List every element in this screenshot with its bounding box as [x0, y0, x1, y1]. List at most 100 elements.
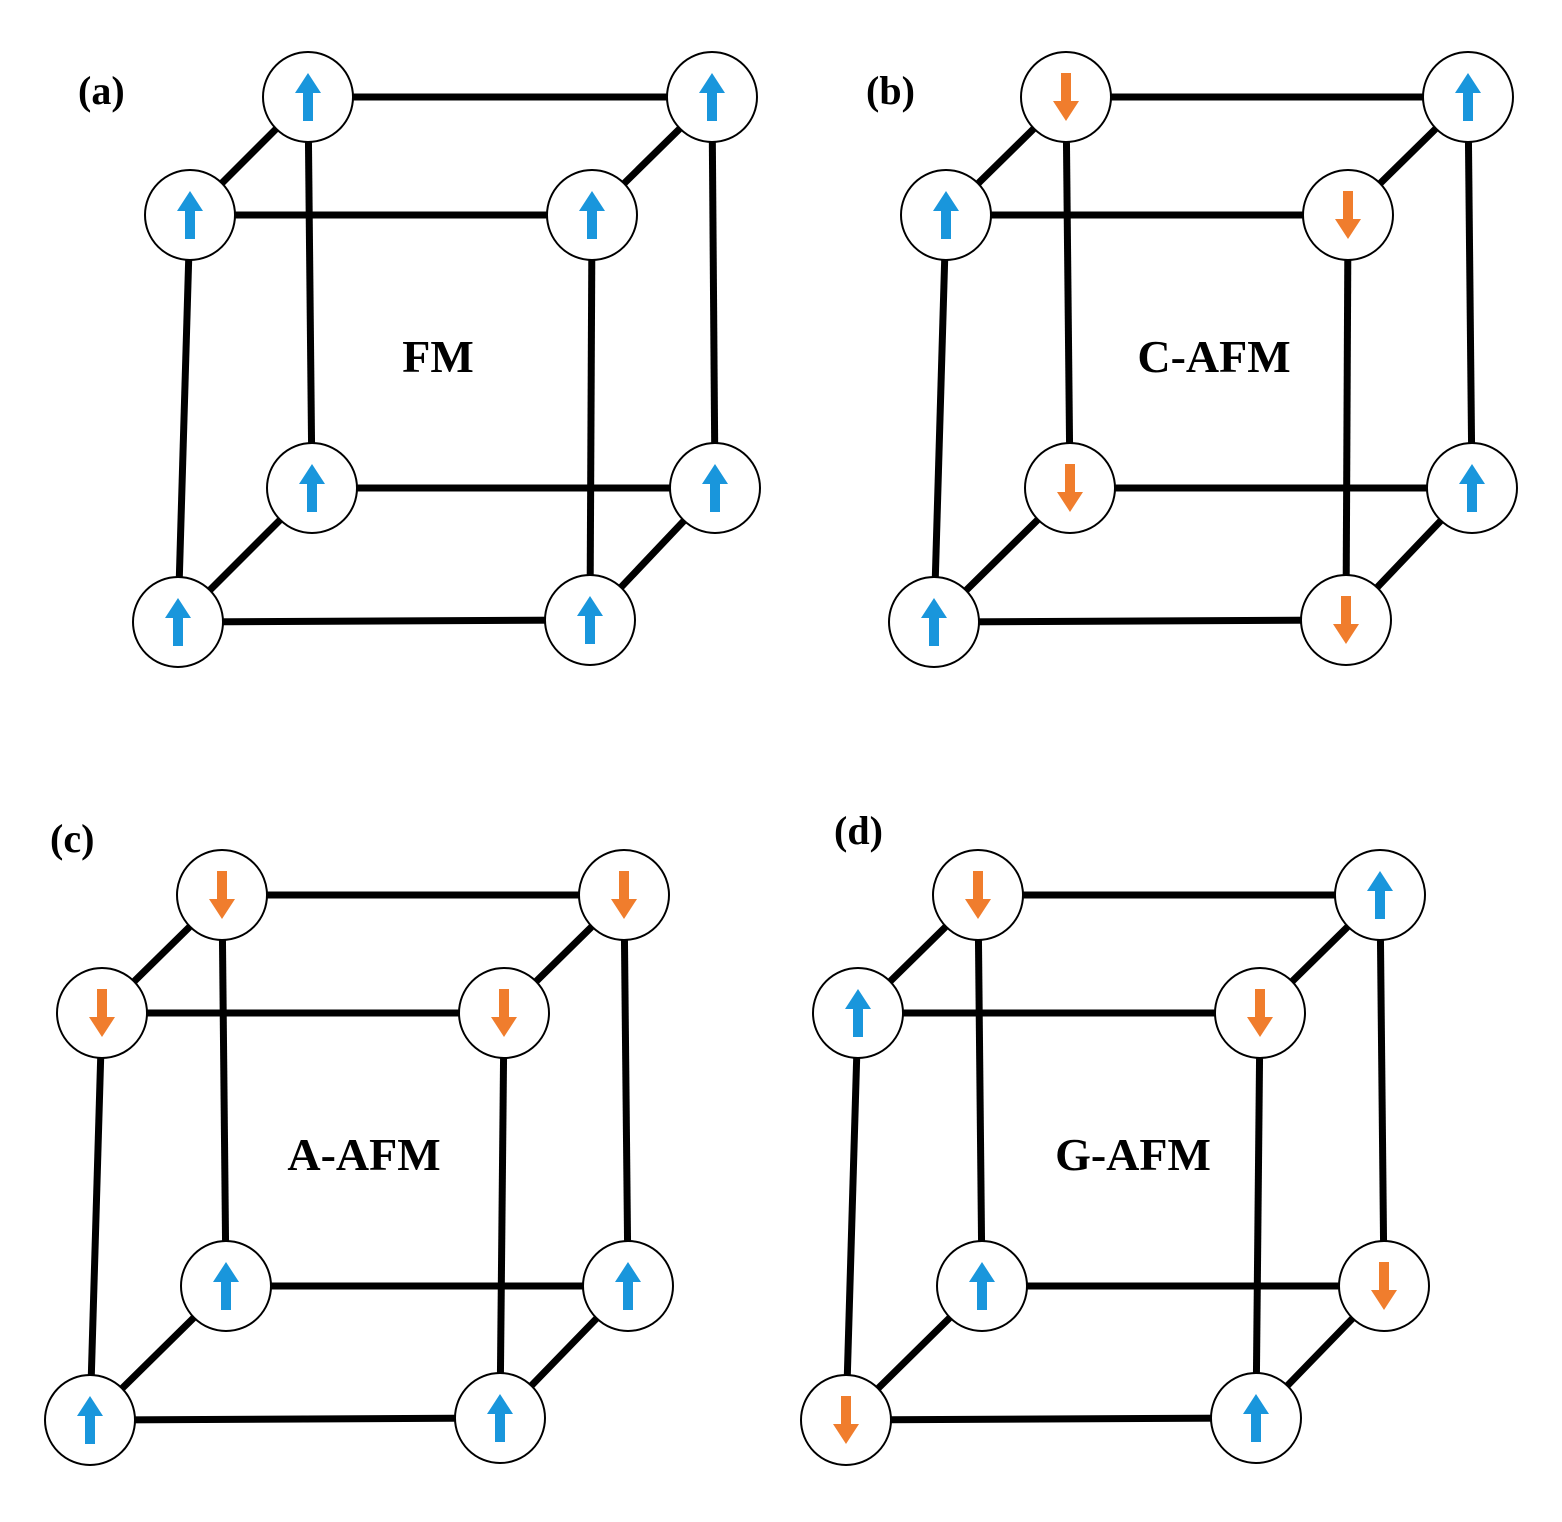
atom-site-bottom-back-right	[1338, 1240, 1430, 1332]
cube-edge	[586, 214, 596, 621]
spin-up-arrow-icon	[165, 598, 191, 646]
spin-down-arrow-icon	[491, 989, 517, 1037]
atom-site-bottom-back-left	[1024, 442, 1116, 534]
spin-down-arrow-icon	[1053, 73, 1079, 121]
cube-edge	[1252, 1012, 1264, 1419]
panel-a: (a) FM	[78, 51, 761, 668]
spin-up-arrow-icon	[615, 1262, 641, 1310]
spin-down-arrow-icon	[965, 871, 991, 919]
cube-edge	[845, 1414, 1257, 1424]
cube-edge	[174, 214, 194, 623]
spin-up-arrow-icon	[295, 73, 321, 121]
atom-site-top-back-right	[578, 849, 670, 941]
panel-c: (c) A-AFM	[44, 816, 674, 1466]
panel-b-order-label: C-AFM	[1137, 331, 1290, 382]
atom-site-bottom-front-right	[544, 574, 636, 666]
atom-site-top-front-right	[458, 967, 550, 1059]
spin-down-arrow-icon	[1371, 1262, 1397, 1310]
atom-site-top-front-left	[900, 169, 992, 261]
spin-up-arrow-icon	[702, 464, 728, 512]
cube-edge	[218, 894, 230, 1287]
spin-up-arrow-icon	[579, 191, 605, 239]
atom-site-bottom-front-right	[454, 1372, 546, 1464]
cube-edge	[1464, 96, 1476, 489]
cube-edge	[974, 894, 986, 1287]
panel-a-label: (a)	[78, 68, 125, 113]
panel-d-order-label: G-AFM	[1055, 1129, 1211, 1180]
cube-edge	[933, 616, 1347, 626]
panel-c-label: (c)	[50, 816, 94, 861]
cube-edge	[620, 894, 632, 1287]
panel-c-order-label: A-AFM	[287, 1129, 440, 1180]
panel-a-order-label: FM	[402, 331, 474, 382]
atom-site-bottom-front-left	[44, 1374, 136, 1466]
atom-site-bottom-back-left	[266, 442, 358, 534]
spin-down-arrow-icon	[1247, 989, 1273, 1037]
spin-up-arrow-icon	[1459, 464, 1485, 512]
spin-down-arrow-icon	[1335, 191, 1361, 239]
atom-site-top-front-right	[1302, 169, 1394, 261]
atom-site-top-back-left	[262, 51, 354, 143]
panel-b-label: (b)	[866, 68, 915, 113]
atom-site-bottom-back-right	[669, 442, 761, 534]
atom-site-top-front-right	[546, 169, 638, 261]
atom-site-top-front-left	[144, 169, 236, 261]
panel-d-nodes	[800, 849, 1430, 1466]
atom-site-top-back-left	[1020, 51, 1112, 143]
atom-site-bottom-back-left	[180, 1240, 272, 1332]
spin-up-arrow-icon	[921, 598, 947, 646]
atom-site-bottom-back-right	[582, 1240, 674, 1332]
panel-b-nodes	[888, 51, 1518, 668]
atom-site-bottom-back-right	[1426, 442, 1518, 534]
spin-down-arrow-icon	[89, 989, 115, 1037]
panel-d: (d) G-AFM	[800, 808, 1430, 1466]
panel-a-nodes	[132, 51, 761, 668]
panel-b-edges	[930, 93, 1476, 626]
cube-edge	[1342, 214, 1352, 621]
spin-up-arrow-icon	[1455, 73, 1481, 121]
atom-site-top-back-right	[666, 51, 758, 143]
cube-edge	[842, 1012, 862, 1421]
spin-down-arrow-icon	[833, 1396, 859, 1444]
atom-site-bottom-front-left	[888, 576, 980, 668]
panel-c-nodes	[44, 849, 674, 1466]
cube-edge	[86, 1012, 106, 1421]
atom-site-top-front-left	[812, 967, 904, 1059]
panel-d-label: (d)	[834, 808, 883, 853]
spin-up-arrow-icon	[933, 191, 959, 239]
spin-up-arrow-icon	[969, 1262, 995, 1310]
cube-edge	[177, 616, 591, 626]
atom-site-bottom-front-right	[1300, 574, 1392, 666]
cube-edge	[89, 1414, 501, 1424]
atom-site-top-back-left	[176, 849, 268, 941]
atom-site-top-front-left	[56, 967, 148, 1059]
spin-down-arrow-icon	[1057, 464, 1083, 512]
atom-site-top-back-right	[1422, 51, 1514, 143]
spin-up-arrow-icon	[299, 464, 325, 512]
spin-up-arrow-icon	[577, 596, 603, 644]
cube-edge	[1376, 894, 1388, 1287]
atom-site-top-back-right	[1334, 849, 1426, 941]
spin-up-arrow-icon	[1243, 1394, 1269, 1442]
spin-up-arrow-icon	[845, 989, 871, 1037]
spin-up-arrow-icon	[177, 191, 203, 239]
spin-down-arrow-icon	[611, 871, 637, 919]
atom-site-bottom-back-left	[936, 1240, 1028, 1332]
spin-up-arrow-icon	[487, 1394, 513, 1442]
cube-edge	[708, 96, 719, 489]
spin-down-arrow-icon	[209, 871, 235, 919]
spin-up-arrow-icon	[213, 1262, 239, 1310]
cube-edge	[930, 214, 950, 623]
cube-edge	[1062, 96, 1074, 489]
cube-edge	[496, 1012, 508, 1419]
panel-b: (b) C-AFM	[866, 51, 1518, 668]
cube-edge	[304, 96, 316, 489]
atom-site-bottom-front-left	[132, 576, 224, 668]
spin-down-arrow-icon	[1333, 596, 1359, 644]
atom-site-top-front-right	[1214, 967, 1306, 1059]
spin-up-arrow-icon	[699, 73, 725, 121]
atom-site-bottom-front-left	[800, 1374, 892, 1466]
spin-up-arrow-icon	[77, 1396, 103, 1444]
spin-up-arrow-icon	[1367, 871, 1393, 919]
